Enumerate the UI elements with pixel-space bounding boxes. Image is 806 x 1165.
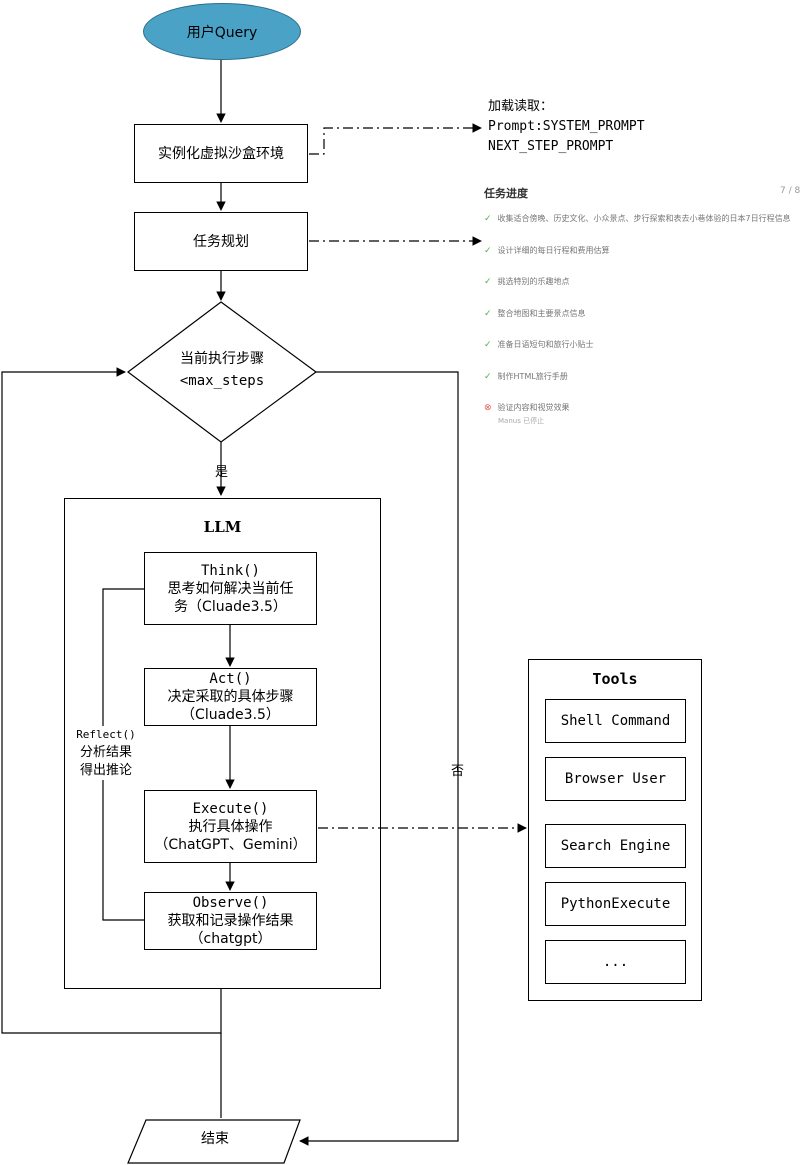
task-item: ✓制作HTML旅行手册 [484,372,568,382]
observe-line1: Observe() [192,895,269,911]
think-line2: 思考如何解决当前任 [167,580,294,597]
act-node: Act() 决定采取的具体步骤 （Cluade3.5） [144,668,317,726]
sandbox-node: 实例化虚拟沙盒环境 [134,124,308,183]
act-line3: （Cluade3.5） [181,707,280,723]
check-icon: ✓ [484,309,492,319]
dashdot-sandbox-to-prompt [309,123,482,155]
start-label: 用户Query [186,24,258,41]
no-branch [299,371,459,1146]
reflect-line1: Reflect() [76,728,136,741]
check-icon: ✓ [484,277,492,287]
reflect-label: Reflect() 分析结果 得出推论 [68,726,144,780]
task-item: ⊗验证内容和视觉效果 [484,403,570,413]
observe-line2: 获取和记录操作结果 [167,913,294,929]
outer-loop [1,367,222,1034]
prompt-note-line1: 加载读取： [488,99,554,114]
tool-shell-command: Shell Command [545,699,686,743]
observe-node: Observe() 获取和记录操作结果 （chatgpt） [144,892,317,950]
check-icon: ✓ [484,340,492,350]
prompt-note-line2: Prompt:SYSTEM_PROMPT [488,119,645,134]
execute-line1: Execute() [192,800,269,817]
condition-line1: 当前执行步骤 [180,351,264,367]
llm-group [64,498,381,989]
task-progress-panel: 任务进度 7 / 8 ✓收集适合傍晚、历史文化、小众景点、步行探索和表去小巷体验… [484,182,806,425]
act-line1: Act() [209,671,252,687]
execute-node: Execute() 执行具体操作 （ChatGPT、Gemini） [144,790,317,863]
stop-icon: ⊗ [484,403,492,413]
tool-browser-user: Browser User [545,757,686,801]
execute-line2: 执行具体操作 [188,818,273,835]
think-line3: 务（Cluade3.5） [174,598,287,615]
planning-label: 任务规划 [193,233,249,250]
task-item: ✓收集适合傍晚、历史文化、小众景点、步行探索和表去小巷体验的日本7日行程信息 [484,214,791,224]
tools-group [528,659,702,1001]
start-node: 用户Query [143,3,301,60]
task-footer: Manus 已停止 [498,417,545,425]
condition-diamond [127,301,318,443]
planning-node: 任务规划 [134,212,308,271]
tool-python-execute: PythonExecute [545,882,686,926]
sandbox-label: 实例化虚拟沙盒环境 [158,145,284,162]
think-node: Think() 思考如何解决当前任 务（Cluade3.5） [144,552,317,625]
think-line1: Think() [200,562,260,579]
prompt-note-line3: NEXT_STEP_PROMPT [488,139,614,154]
task-progress-title: 任务进度 [484,187,528,200]
prompt-note: 加载读取： Prompt:SYSTEM_PROMPT NEXT_STEP_PRO… [488,97,645,157]
check-icon: ✓ [484,246,492,256]
check-icon: ✓ [484,372,492,382]
tool-search-engine: Search Engine [545,824,686,868]
tool-more: ... [545,940,686,984]
task-item: ✓挑选特别的乐趣地点 [484,277,570,287]
condition-label: 当前执行步骤 <max_steps [128,348,316,392]
act-line2: 决定采取的具体步骤 [167,689,294,705]
reflect-line2: 分析结果 [79,745,132,760]
condition-line2: <max_steps [179,373,265,389]
tools-title: Tools [592,670,638,688]
task-item: ✓设计详细的每日行程和费用估算 [484,246,610,256]
task-item: ✓准备日语短句和旅行小贴士 [484,340,594,350]
task-progress-count: 7 / 8 [780,186,801,196]
no-label: 否 [451,764,465,779]
check-icon: ✓ [484,214,492,224]
task-item: ✓整合地图和主要景点信息 [484,309,586,319]
observe-line3: （chatgpt） [189,931,272,947]
llm-title: LLM [203,518,242,536]
yes-label: 是 [215,465,229,480]
end-label: 结束 [201,1131,229,1147]
end-parallelogram [127,1119,301,1164]
reflect-line3: 得出推论 [79,763,132,778]
execute-line3: （ChatGPT、Gemini） [154,836,307,853]
